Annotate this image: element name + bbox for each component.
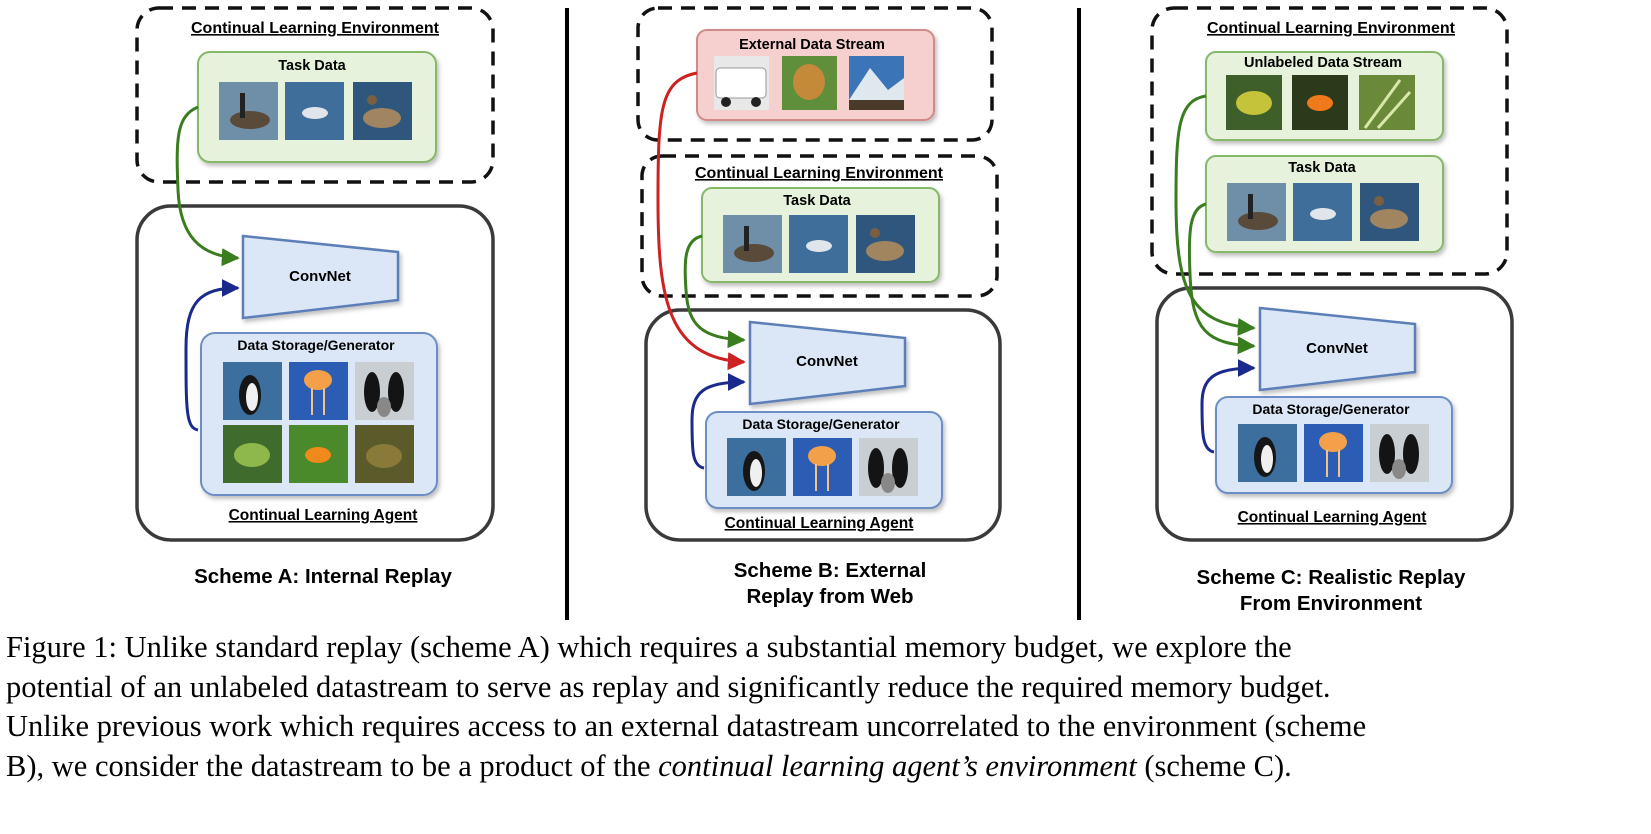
caption-line-1: Figure 1: Unlike standard replay (scheme… [6, 630, 1292, 664]
bird-on-water-icon [1293, 183, 1352, 241]
scheme-c-agent-box [1155, 286, 1514, 542]
scheme-a: Continual Learning Environment Task Data… [135, 6, 495, 588]
caption-line-2: potential of an unlabeled datastream to … [6, 669, 1331, 704]
scheme-c-agent-label: Continual Learning Agent [1238, 509, 1427, 526]
plant-icon [1359, 75, 1415, 130]
scheme-b-title-line1: Scheme B: External [734, 559, 927, 582]
frog-icon [1226, 75, 1282, 130]
scheme-a-green-arrow [175, 105, 240, 267]
scheme-a-title: Scheme A: Internal Replay [194, 565, 452, 588]
scheme-b-convnet-shape [748, 320, 907, 406]
scheme-a-agent-label: Continual Learning Agent [229, 507, 418, 524]
scheme-b-environment-box [640, 154, 999, 298]
caption-line-4: B), we consider the datastream to be a p… [6, 747, 1646, 787]
penguins-icon [1370, 424, 1429, 482]
figure-diagram: Continual Learning Environment Task Data… [135, 6, 1514, 620]
scheme-a-convnet-shape [241, 234, 400, 320]
scheme-c-title-line1: Scheme C: Realistic Replay [1197, 566, 1466, 589]
penguins-icon [859, 438, 918, 496]
scheme-b-external-label: External Data Stream [739, 37, 885, 53]
scheme-a-task-data-label: Task Data [278, 58, 346, 74]
scheme-a-environment-box [135, 6, 495, 184]
scheme-b-external-box [636, 6, 994, 142]
scheme-c-blue-arrow [1200, 359, 1256, 454]
scheme-b-agent-box [644, 308, 1002, 542]
penguin-icon [223, 362, 282, 420]
scheme-b: External Data Stream Continual Learning … [636, 6, 1002, 608]
scheme-b-green-arrow [683, 234, 746, 349]
scheme-c-green-arrow-task [1187, 202, 1256, 355]
jellyfish-icon [1304, 424, 1363, 482]
scheme-b-environment-label: Continual Learning Environment [695, 165, 944, 182]
goose-icon [219, 82, 278, 140]
caption-line-4-start: B), we consider the datastream to be a p… [6, 748, 659, 783]
scheme-a-blue-arrow [184, 279, 240, 432]
goose-icon [723, 215, 782, 273]
scheme-a-agent-box [135, 204, 495, 542]
penguin-icon [1238, 424, 1297, 482]
scheme-b-blue-arrow [690, 373, 746, 470]
scheme-a-environment-label: Continual Learning Environment [191, 20, 440, 37]
duck-icon [353, 82, 412, 140]
scheme-c-title-line2: From Environment [1240, 592, 1422, 615]
jellyfish-icon [793, 438, 852, 496]
caption-line-4-end: (scheme C). [1136, 748, 1292, 783]
scheme-b-red-arrow [656, 71, 746, 371]
goose-icon [1227, 183, 1286, 241]
caption-italic-phrase: continual learning agent’s environment [658, 748, 1137, 783]
caption-line-3: Unlike previous work which requires acce… [6, 709, 1367, 743]
scheme-c-unlabeled-label: Unlabeled Data Stream [1244, 55, 1402, 71]
scheme-b-storage-label: Data Storage/Generator [742, 416, 900, 432]
scheme-c-convnet-shape [1258, 306, 1417, 392]
bird-on-water-icon [285, 82, 344, 140]
penguin-icon [727, 438, 786, 496]
scheme-c-task-data-label: Task Data [1288, 160, 1356, 176]
figure-caption: Figure 1: Unlike standard replay (scheme… [6, 628, 1646, 786]
bird-on-water-icon [789, 215, 848, 273]
duck-icon [1360, 183, 1419, 241]
jellyfish-icon [289, 362, 348, 420]
dog-icon [782, 56, 837, 110]
scheme-c-storage-label: Data Storage/Generator [1252, 401, 1410, 417]
scheme-b-title-line2: Replay from Web [746, 585, 913, 608]
penguins-icon [355, 362, 414, 420]
duck-icon [856, 215, 915, 273]
scheme-c-environment-label: Continual Learning Environment [1207, 20, 1456, 37]
scheme-a-convnet-label: ConvNet [289, 268, 351, 285]
van-icon [714, 56, 769, 110]
scheme-a-storage-label: Data Storage/Generator [237, 337, 395, 353]
scheme-c: Continual Learning Environment Unlabeled… [1150, 6, 1514, 615]
frog-icon [223, 425, 282, 483]
mountain-icon [849, 56, 904, 110]
toad-icon [355, 425, 414, 483]
scheme-c-green-arrow-unlabeled [1174, 94, 1256, 336]
scheme-c-environment-box [1150, 6, 1509, 276]
goldfish-icon [1292, 75, 1348, 130]
scheme-c-convnet-label: ConvNet [1306, 340, 1368, 357]
scheme-b-agent-label: Continual Learning Agent [725, 515, 914, 532]
goldfish-icon [289, 425, 348, 483]
scheme-b-task-data-label: Task Data [783, 193, 851, 209]
scheme-b-convnet-label: ConvNet [796, 353, 858, 370]
